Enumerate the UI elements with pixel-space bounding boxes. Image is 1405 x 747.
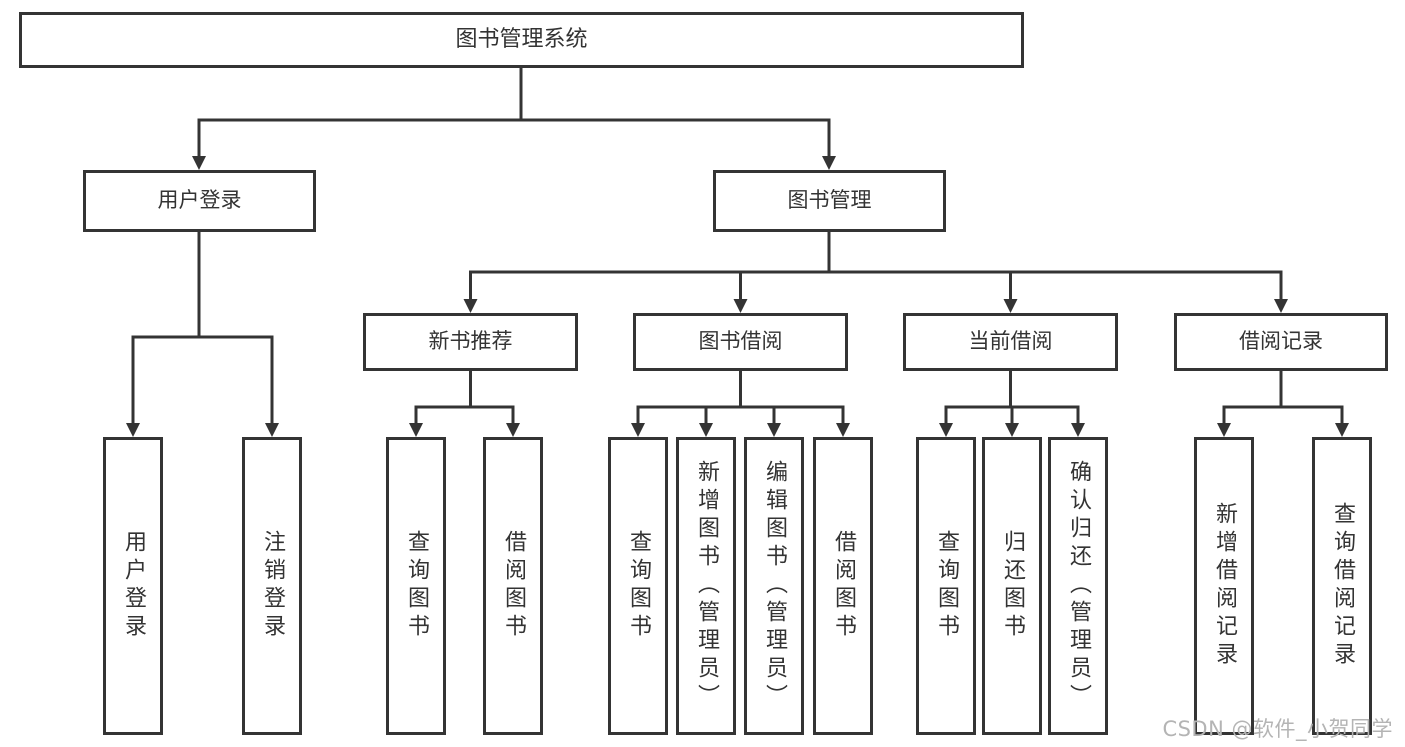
leaf-return-books: 归还图书 (982, 437, 1042, 735)
leaf-borrow-books: 借阅图书 (813, 437, 873, 735)
node-root-system: 图书管理系统 (19, 12, 1024, 68)
connector-current-borrow-to-leaves (939, 371, 1085, 437)
leaf-query-books-current: 查询图书 (916, 437, 976, 735)
connector-new-books-to-leaves (409, 371, 520, 437)
leaf-query-books-borrow: 查询图书 (608, 437, 668, 735)
node-new-book-recommend: 新书推荐 (363, 313, 578, 371)
connector-root-to-level2 (192, 68, 836, 170)
connector-book-borrow-to-leaves (631, 371, 850, 437)
connector-borrow-records-to-leaves (1217, 371, 1349, 437)
watermark: CSDN @软件_小贺同学 (1162, 717, 1393, 741)
connector-book-mgmt-to-level3 (463, 232, 1288, 313)
node-borrow-records: 借阅记录 (1174, 313, 1388, 371)
leaf-confirm-return-admin: 确认归还（管理员） (1048, 437, 1108, 735)
leaf-add-borrow-record: 新增借阅记录 (1194, 437, 1254, 735)
leaf-user-login: 用户登录 (103, 437, 163, 735)
node-book-borrow: 图书借阅 (633, 313, 848, 371)
node-book-management: 图书管理 (713, 170, 946, 232)
leaf-query-books-recommend: 查询图书 (386, 437, 446, 735)
node-current-borrow: 当前借阅 (903, 313, 1118, 371)
leaf-borrow-books-recommend: 借阅图书 (483, 437, 543, 735)
leaf-edit-books-admin: 编辑图书（管理员） (744, 437, 804, 735)
connector-user-login-to-leaves (126, 232, 279, 437)
node-user-login: 用户登录 (83, 170, 316, 232)
leaf-add-books-admin: 新增图书（管理员） (676, 437, 736, 735)
leaf-logout: 注销登录 (242, 437, 302, 735)
leaf-query-borrow-record: 查询借阅记录 (1312, 437, 1372, 735)
